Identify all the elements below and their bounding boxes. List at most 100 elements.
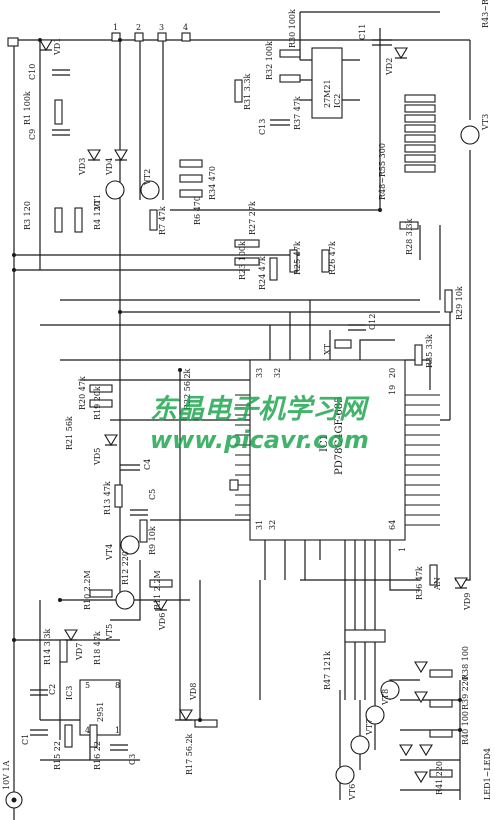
label-r16: R16 22 [93,741,102,770]
terminal-label-2: 2 [136,23,141,32]
label-r9: R9 10k [148,526,157,555]
label-r41: R41 220 [435,761,444,795]
label-r11: R11 2.2M [153,570,162,610]
transistor-vt-symbols [105,125,480,785]
terminal-4 [181,32,191,42]
ic2-chip [311,47,343,119]
label-c11: C11 [358,24,367,40]
label-leds: LED1~LED4 [483,748,492,800]
ic1-pin-32b: 32 [268,520,277,530]
ic1-mcu [249,359,406,541]
ic3-pin-5: 5 [85,681,90,690]
label-c12: C12 [368,314,377,330]
ic1-part: PD78C4GF-685 [334,397,345,475]
label-r37: R37 47k [293,96,302,130]
label-c10: C10 [28,64,37,80]
label-vt3: VT3 [481,114,490,131]
label-vt1: VT1 [93,194,102,211]
label-r1: R1 100k [23,91,32,125]
label-r12: R12 220 [121,551,130,585]
label-r31: R31 3.3k [243,74,252,110]
ic3-pin-8: 8 [115,681,120,690]
label-r30: R30 100k [288,9,297,48]
label-r10: R10 2.2M [83,570,92,610]
label-vd6: VD6 [158,613,167,631]
capacitor-c10 [52,69,70,76]
label-c3: C3 [128,754,137,765]
label-vt8: VT8 [381,689,390,706]
label-r4: R4 120 [93,201,102,230]
label-r36: R36 47k [415,566,424,600]
label-c13: C13 [258,119,267,135]
ic1-pin-20: 20 [388,368,397,378]
label-vt6: VT6 [348,784,357,801]
junction-dots [12,38,462,732]
label-r19: R19 20k [93,386,102,420]
label-vt2: VT2 [143,169,152,186]
ic3-pin-4: 4 [85,726,90,735]
label-r7: R7 47k [158,206,167,235]
label-vd1: VD1 [53,38,62,56]
label-r39: R39 220 [461,676,470,710]
label-vd4: VD4 [105,158,114,176]
resistor-array-label: R48~R55 300 [378,143,387,200]
label-vd3: VD3 [78,158,87,176]
ic1-pin-31: 31 [255,520,264,530]
label-r38: R38 100 [461,646,470,680]
label-c1: C1 [21,734,30,745]
ic1-pin-32: 32 [273,368,282,378]
ic1-pin-64: 64 [388,520,397,530]
watermark-chinese: 东晶电子机学习网 [150,394,370,425]
terminal-1 [111,32,121,42]
label-r26: R26 47k [328,241,337,275]
label-r25: R25 47k [293,241,302,275]
ic2-part: 27M21 [323,79,332,108]
label-r32: R32 100k [265,41,274,80]
label-c9: C9 [28,129,37,140]
watermark-url: www.picavr.com [150,426,369,454]
crystal-label: XT [323,343,332,355]
terminal-2 [134,32,144,42]
ic3-pin-1: 1 [115,726,120,735]
label-vd2: VD2 [385,58,394,76]
label-r24: R24 47k [258,256,267,290]
label-r6: R6 470 [193,196,202,225]
ic1-ref: IC1 [319,434,330,452]
label-r34: R34 470 [208,166,217,200]
label-r14: R14 3.3k [43,629,52,665]
label-r29: R29 10k [455,286,464,320]
crystal-xt [334,339,352,349]
led-group [399,661,433,784]
diode-vd1 [39,39,53,52]
ic1-pin-33: 33 [255,368,264,378]
terminal-label-4: 4 [183,23,188,32]
label-r15: R15 22 [53,741,62,770]
label-an: AN [433,577,442,591]
label-vd5: VD5 [93,448,102,466]
ic2-ref: IC2 [333,94,342,108]
label-c2: C2 [48,684,57,695]
label-r21: R21 56k [65,416,74,450]
label-r28: R28 3.3k [405,219,414,255]
label-r40: R40 100 [461,711,470,745]
label-r47: R43~R46 3.3K [481,0,490,28]
label-vd7: VD7 [75,643,84,661]
label-r27: R27 27k [248,201,257,235]
label-vd8: VD8 [189,683,198,701]
label-c5: C5 [148,489,157,500]
label-r35: R35 33k [425,334,434,368]
ic3-regulator [79,679,121,736]
ic3-part: 2951 [96,702,105,722]
label-r3: R3 120 [23,201,32,230]
terminal-label-1: 1 [113,23,118,32]
terminal-label-3: 3 [159,23,164,32]
label-r23: R23 100k [238,241,247,280]
resistor-r1 [54,99,63,125]
resistor-array [404,94,436,173]
label-r18: R18 47k [93,631,102,665]
label-r22: R22 56.2k [183,368,192,410]
ic1-pin-19: 19 [388,385,397,395]
label-r20: R20 47k [78,376,87,410]
supply-label: 10V 1A [2,760,11,790]
